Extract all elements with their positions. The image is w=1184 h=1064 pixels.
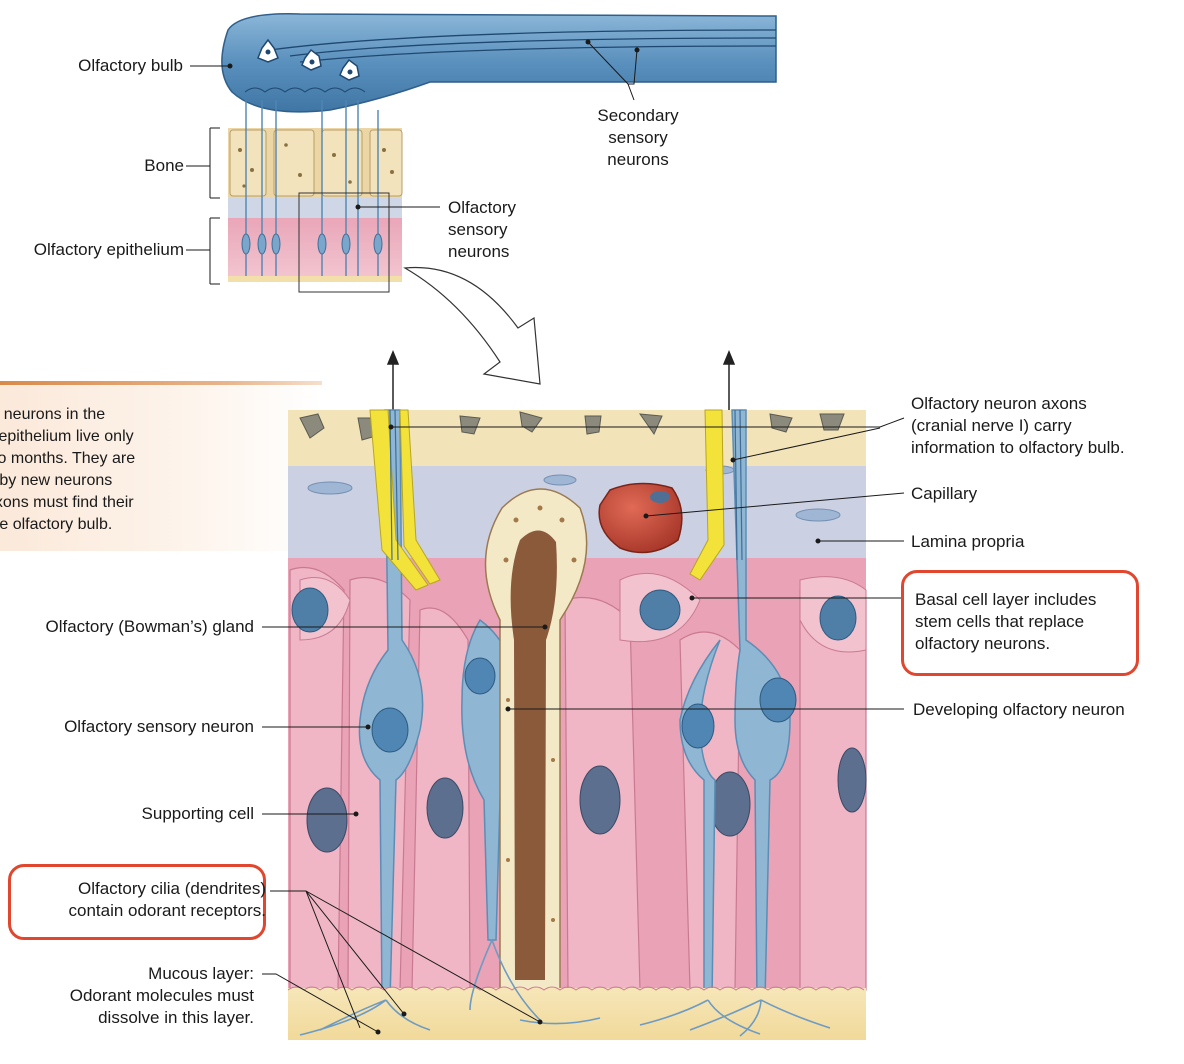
sidebar-box <box>0 381 322 551</box>
bone-drawing <box>228 128 403 198</box>
small-epithelium-drawing <box>228 100 402 293</box>
label-bone: Bone <box>144 156 184 175</box>
label-supporting-cell: Supporting cell <box>141 804 254 823</box>
label-capillary: Capillary <box>911 484 978 503</box>
leader-lines <box>186 41 905 1033</box>
sidebar-rule <box>0 381 322 385</box>
cilia-callout-box <box>8 864 266 940</box>
label-basal-cell-layer: Basal cell layer includes stem cells tha… <box>915 590 1097 653</box>
sidebar-text: ry neurons in the y epithelium live only… <box>0 406 136 533</box>
label-mucous-layer: Mucous layer: Odorant molecules must dis… <box>69 964 254 1027</box>
leader-dots <box>227 39 821 1035</box>
epithelium-detail-drawing <box>287 409 867 1040</box>
label-secondary-sensory-neurons: Secondary sensory neurons <box>597 106 679 169</box>
label-axons: Olfactory neuron axons (cranial nerve I)… <box>911 394 1125 457</box>
label-olfactory-bulb: Olfactory bulb <box>78 56 183 75</box>
zoom-arrow <box>403 266 541 385</box>
label-lamina-propria: Lamina propria <box>911 532 1025 551</box>
label-olfactory-sensory-neurons: Olfactory sensory neurons <box>448 198 517 261</box>
up-arrows <box>386 350 736 412</box>
basal-cell-callout-box <box>901 570 1139 676</box>
label-cilia: Olfactory cilia (dendrites) contain odor… <box>68 879 266 920</box>
label-bowmans-gland: Olfactory (Bowman’s) gland <box>45 617 255 636</box>
label-olfactory-epithelium: Olfactory epithelium <box>33 240 184 259</box>
olfactory-bulb-drawing <box>221 13 777 113</box>
label-sensory-neuron: Olfactory sensory neuron <box>64 717 254 736</box>
label-developing-neuron: Developing olfactory neuron <box>913 700 1125 719</box>
